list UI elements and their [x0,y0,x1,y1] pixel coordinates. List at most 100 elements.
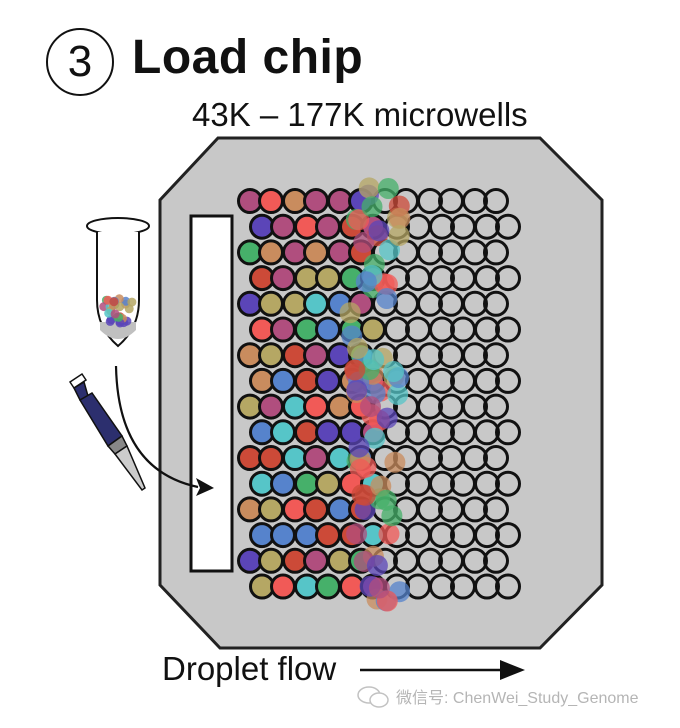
droplet-bead [364,427,386,449]
microwell-empty [483,445,509,471]
droplet-bead [346,379,368,401]
microwell-empty [429,573,455,600]
droplet-bead [363,349,385,371]
droplet-bead [375,489,397,511]
microwell-empty [462,188,488,214]
droplet-bead [358,177,380,199]
microwell-empty [417,290,443,317]
droplet-bead [388,225,410,246]
microwell-empty [474,367,500,394]
droplet-bead [368,220,390,242]
microwell-empty [417,547,443,574]
droplet-bead [384,451,406,473]
step-number: 3 [67,37,93,86]
microwell-empty [462,445,488,471]
microwell-filled [315,265,341,292]
microwell-empty [495,367,521,394]
droplet-bead [344,359,366,381]
microwell-empty [429,522,455,549]
microwell-empty [417,393,443,420]
microwell-filled [258,496,284,523]
microwell-empty [483,393,509,420]
microwell-empty [429,316,455,343]
microwell-filled [315,573,341,600]
microwell-empty [495,316,521,343]
droplet-front [339,177,411,612]
microwell-filled [270,470,296,497]
droplet-bead [378,523,400,545]
tube-bead [105,316,115,326]
microwell-empty [483,290,509,317]
droplet-bead [349,458,371,480]
microwell-empty [462,290,488,317]
microwell-filled [303,496,329,523]
microwell-filled [258,239,284,266]
microwell-filled [258,342,284,369]
microcentrifuge-tube-icon [86,217,150,348]
microwell-empty [495,470,521,497]
droplet-bead [348,436,370,458]
droplet-bead [355,271,377,293]
microwell-filled [258,290,284,317]
droplet-bead [361,196,383,218]
step-number-badge: 3 [46,28,114,96]
tube-bead [110,309,120,319]
microwell-filled [303,290,329,317]
droplet-bead [348,209,370,231]
wechat-icon [357,686,389,708]
microwell-filled [315,419,341,446]
microwell-empty [417,496,443,523]
microwell-empty [495,522,521,549]
droplet-bead [346,523,368,545]
microwell-empty [462,496,488,523]
microwell-filled [303,393,329,420]
microwell-empty [429,265,455,292]
microwell-empty [483,342,509,369]
microwell-empty [417,445,443,471]
microwell-filled [315,522,341,549]
microwell-filled [303,188,329,214]
microwell-empty [495,419,521,446]
microwell-empty [417,342,443,369]
microwell-filled [303,445,329,471]
microwell-filled [270,316,296,343]
droplet-bead [360,396,381,418]
microwell-empty [495,265,521,292]
tube-bead [109,297,119,307]
microwell-filled [258,547,284,574]
microwell-filled [258,393,284,420]
microwell-empty [384,316,410,343]
microwell-empty [474,213,500,240]
microwell-empty [429,419,455,446]
microwell-empty [483,239,509,266]
tube-bead [127,297,137,307]
droplet-bead [368,577,390,599]
microwell-filled [315,470,341,497]
microwell-filled [270,265,296,292]
microwell-empty [417,239,443,266]
microwell-filled [258,445,284,471]
microwell-filled [303,239,329,266]
pipette-icon [68,372,146,492]
microwell-empty [483,496,509,523]
droplet-bead [376,407,398,429]
droplet-bead [383,361,405,382]
curved-arrow-icon [114,365,214,496]
droplet-bead [347,337,369,359]
microwell-count-label: 43K – 177K microwells [192,96,528,133]
microwell-empty [495,573,521,600]
microwell-filled [270,367,296,394]
droplet-bead [389,207,411,229]
droplet-bead [377,178,399,199]
microwell-empty [474,522,500,549]
microwell-empty [483,188,509,214]
microwell-empty [462,342,488,369]
microwell-empty [474,316,500,343]
microwell-grid [237,188,521,600]
microwell-filled [360,316,386,343]
microwell-empty [462,393,488,420]
chip-inlet [189,214,234,573]
microwell-empty [474,265,500,292]
microwell-filled [270,573,296,600]
